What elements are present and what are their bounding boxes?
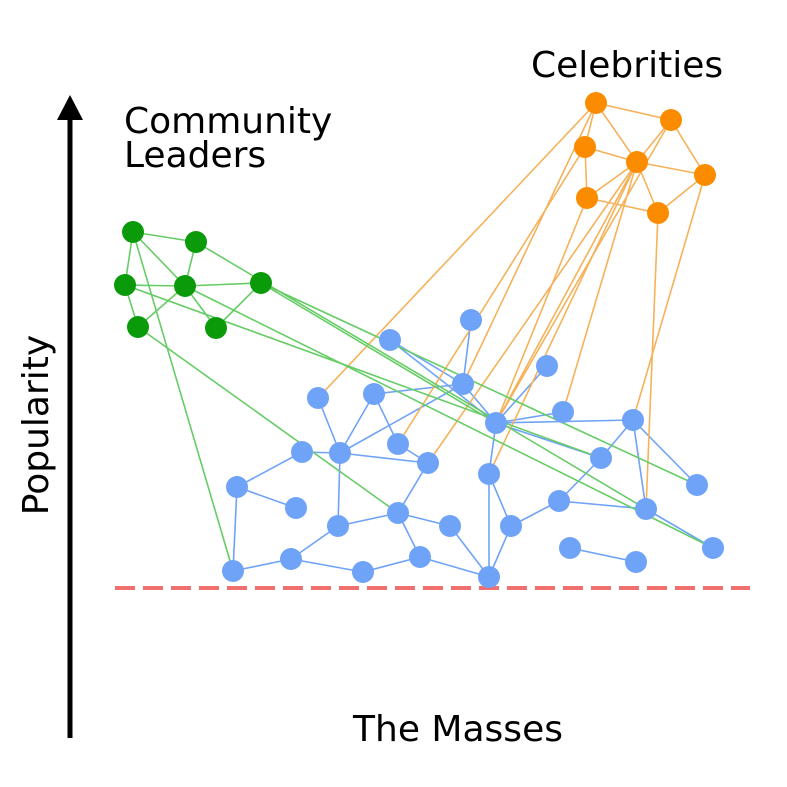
celebrity-node — [585, 92, 607, 114]
masses-edge — [645, 508, 714, 549]
masses-node — [409, 546, 431, 568]
masses-node — [478, 566, 500, 588]
masses-node — [439, 515, 461, 537]
masses-edge — [373, 383, 464, 395]
community-leader-edge — [184, 282, 262, 287]
community-leader-node — [250, 272, 272, 294]
community-leaders-label-line1: Community — [124, 101, 332, 142]
popularity-axis-label: Popularity — [16, 335, 57, 515]
masses-node — [363, 383, 385, 405]
community-leader-node — [127, 316, 149, 338]
masses-node — [622, 409, 644, 431]
community-leader-node — [114, 274, 136, 296]
nodes-layer — [114, 92, 724, 588]
masses-node — [307, 387, 329, 409]
masses-node — [352, 561, 374, 583]
masses-edge — [339, 393, 375, 454]
masses-node — [702, 537, 724, 559]
celebrity-edge — [595, 102, 672, 121]
celebrity-edge — [645, 212, 659, 510]
masses-node — [536, 355, 558, 377]
masses-node — [460, 309, 482, 331]
masses-node — [226, 476, 248, 498]
masses-node — [452, 373, 474, 395]
celebrity-node — [647, 202, 669, 224]
community-leader-node — [185, 231, 207, 253]
community-leaders-label-line2: Leaders — [124, 135, 266, 176]
celebrity-edge — [495, 197, 588, 424]
celebrity-edge — [562, 161, 638, 413]
masses-label: The Masses — [352, 709, 563, 750]
masses-node — [280, 548, 302, 570]
celebrities-label: Celebrities — [531, 45, 723, 86]
celebrity-edge — [636, 161, 706, 176]
celebrity-node — [574, 136, 596, 158]
masses-edge — [389, 339, 464, 385]
celebrity-edge — [397, 146, 586, 445]
masses-edge — [569, 547, 637, 563]
celebrity-node — [626, 151, 648, 173]
masses-node — [625, 551, 647, 573]
community-leader-edge — [132, 231, 186, 287]
masses-edge — [495, 365, 548, 424]
masses-node — [285, 497, 307, 519]
masses-edge — [290, 558, 364, 573]
community-leader-node — [205, 317, 227, 339]
celebrity-node — [694, 164, 716, 186]
masses-edge — [236, 451, 303, 488]
celebrity-edge — [632, 174, 706, 421]
masses-node — [485, 412, 507, 434]
celebrity-edge — [595, 102, 638, 163]
masses-edge — [232, 486, 238, 572]
celebrity-edge — [462, 102, 597, 385]
celebrity-node — [576, 187, 598, 209]
celebrity-node — [660, 109, 682, 131]
masses-node — [635, 498, 657, 520]
celebrity-edge — [427, 161, 638, 464]
celebrity-edge — [495, 161, 638, 424]
masses-edge — [495, 411, 564, 424]
masses-edge — [337, 452, 341, 527]
masses-node — [686, 474, 708, 496]
masses-node — [548, 490, 570, 512]
masses-node — [222, 560, 244, 582]
masses-edge — [632, 419, 647, 510]
masses-node — [478, 463, 500, 485]
masses-node — [327, 515, 349, 537]
masses-node — [590, 447, 612, 469]
masses-node — [291, 441, 313, 463]
community-leader-node — [122, 221, 144, 243]
celebrity-edge — [488, 161, 638, 475]
masses-edge — [632, 419, 698, 486]
masses-edge — [339, 383, 464, 454]
masses-edge — [419, 556, 490, 578]
masses-node — [387, 502, 409, 524]
masses-node — [387, 433, 409, 455]
masses-node — [379, 329, 401, 351]
community-leader-edge — [132, 231, 234, 572]
community-leader-edge — [184, 285, 714, 549]
community-leader-edge — [260, 282, 698, 486]
masses-node — [559, 537, 581, 559]
community-leader-edge — [137, 326, 399, 514]
community-leader-edge — [124, 284, 602, 459]
masses-node — [500, 515, 522, 537]
community-leader-edge — [260, 282, 497, 424]
celebrity-edge — [317, 102, 597, 399]
masses-edge — [339, 452, 429, 464]
masses-node — [417, 452, 439, 474]
community-leader-node — [174, 275, 196, 297]
masses-node — [329, 442, 351, 464]
popularity-axis-arrowhead-icon — [57, 95, 83, 120]
masses-node — [552, 401, 574, 423]
